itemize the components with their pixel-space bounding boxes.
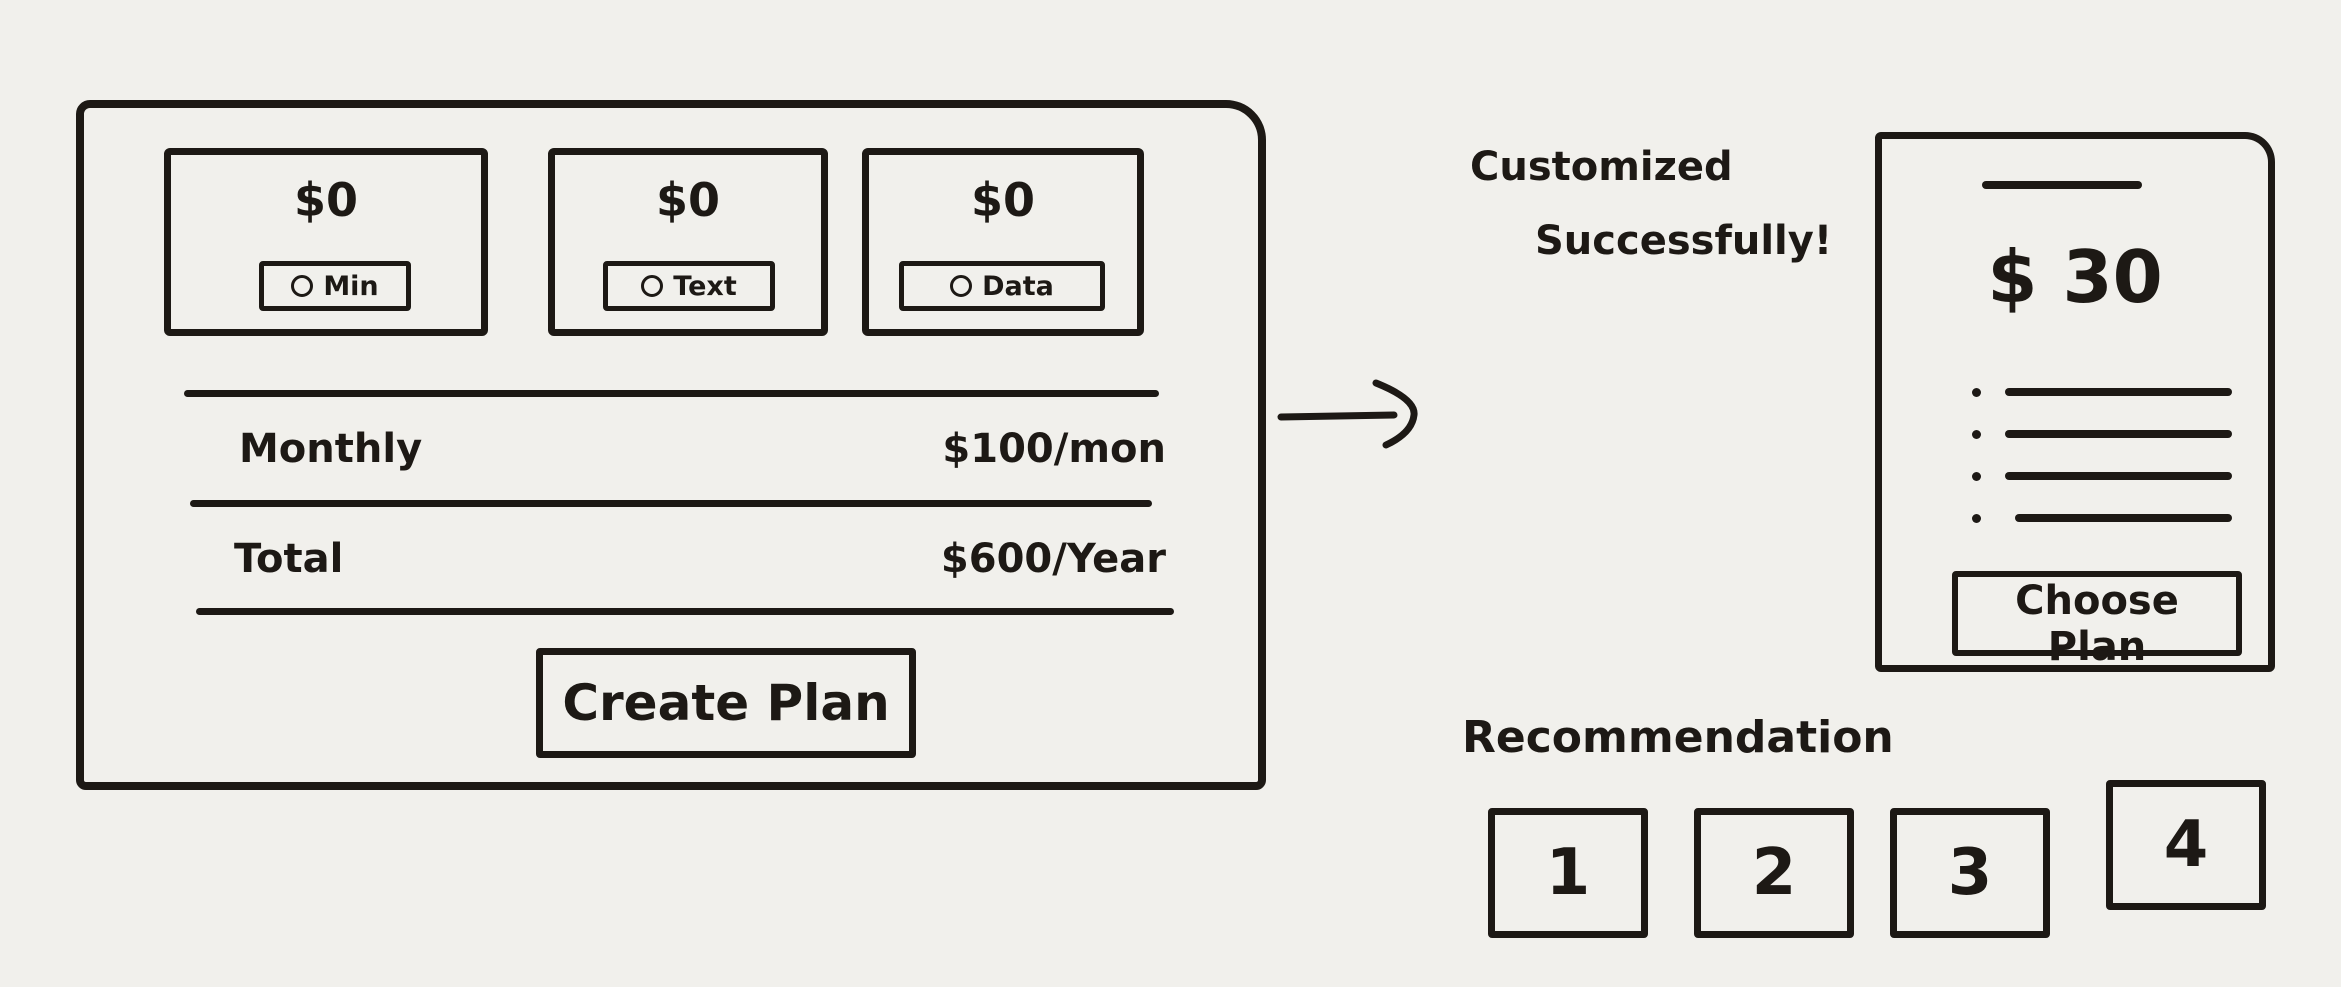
text-addon-card: $0 Text <box>548 148 828 336</box>
recommendation-option-4[interactable]: 4 <box>2106 780 2266 910</box>
divider-middle <box>190 500 1152 507</box>
data-addon-card: $0 Data <box>862 148 1144 336</box>
minutes-addon-card: $0 Min <box>164 148 488 336</box>
bullet-icon <box>1972 429 1981 439</box>
divider-bottom <box>196 608 1174 615</box>
plan-title-placeholder <box>1982 181 2142 189</box>
plan-price: $ 30 <box>1987 235 2163 319</box>
arrow-right-icon <box>1277 379 1418 449</box>
data-addon-price: $0 <box>970 173 1035 227</box>
success-message-line2: Successfully! <box>1535 218 1833 264</box>
divider-top <box>184 390 1159 397</box>
quantity-circle-icon <box>291 275 314 297</box>
data-addon-label: Data <box>982 270 1054 302</box>
text-quantity-selector[interactable]: Text <box>603 261 775 311</box>
minutes-addon-price: $0 <box>293 173 358 227</box>
success-message: Customized Successfully! <box>1470 130 1860 278</box>
choose-plan-button[interactable]: Choose Plan <box>1952 571 2242 670</box>
recommendation-option-3[interactable]: 3 <box>1890 808 2050 938</box>
text-addon-price: $0 <box>655 173 720 227</box>
success-message-line1: Customized <box>1470 144 1733 190</box>
plan-feature-item <box>1972 419 2232 449</box>
recommendation-option-2[interactable]: 2 <box>1694 808 1854 938</box>
total-price: $600/Year <box>940 536 1166 582</box>
create-plan-button[interactable]: Create Plan <box>536 648 916 758</box>
recommendation-heading: Recommendation <box>1462 712 1894 763</box>
data-quantity-selector[interactable]: Data <box>899 261 1105 311</box>
monthly-price: $100/mon <box>942 426 1166 472</box>
plan-feature-item <box>1972 461 2232 491</box>
bullet-icon <box>1972 513 1981 523</box>
bullet-icon <box>1972 471 1981 481</box>
plan-feature-item <box>1972 503 2232 533</box>
plan-builder-panel: $0 Min $0 Text $0 Data Monthly $100/mon … <box>76 100 1266 790</box>
recommendation-option-1[interactable]: 1 <box>1488 808 1648 938</box>
quantity-circle-icon <box>950 275 973 297</box>
text-addon-label: Text <box>673 270 737 302</box>
monthly-label: Monthly <box>239 426 423 472</box>
customized-plan-card: $ 30 Choose Plan <box>1875 132 2275 672</box>
total-label: Total <box>234 536 344 582</box>
bullet-icon <box>1972 387 1981 397</box>
minutes-addon-label: Min <box>323 270 379 302</box>
plan-feature-item <box>1972 377 2232 407</box>
minutes-quantity-selector[interactable]: Min <box>259 261 411 311</box>
quantity-circle-icon <box>641 275 664 297</box>
